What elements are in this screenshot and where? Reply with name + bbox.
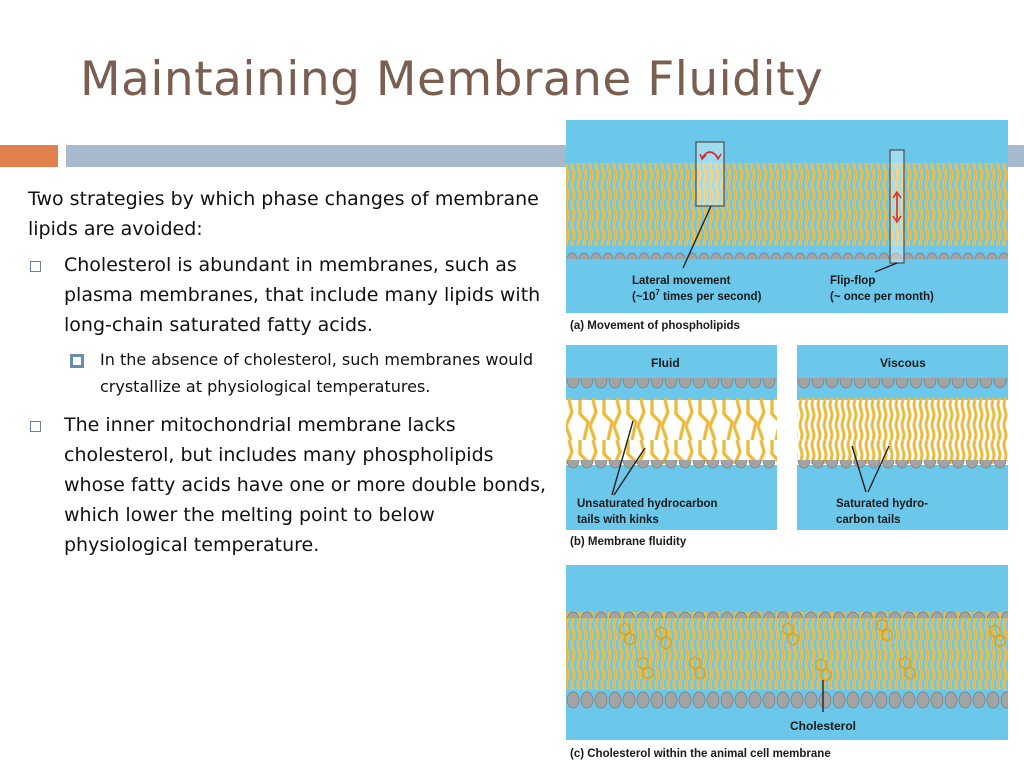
fluid-label: Fluid — [651, 356, 680, 370]
fluid-kinked-tails — [566, 398, 777, 464]
viscous-straight-tails — [797, 398, 1008, 464]
body-text: Two strategies by which phase changes of… — [28, 184, 553, 566]
lateral-rate-label: (~107 times per second) — [632, 288, 762, 303]
viscous-bottom-heads — [797, 460, 1008, 484]
fluid-top-heads — [566, 378, 777, 402]
viscous-label: Viscous — [880, 356, 926, 370]
sub-bullet-1-text: In the absence of cholesterol, such memb… — [100, 350, 533, 396]
bullet-1-text: Cholesterol is abundant in membranes, su… — [64, 254, 541, 336]
unsaturated-label: Unsaturated hydrocarbon — [577, 498, 718, 510]
panel-c-caption: (c) Cholesterol within the animal cell m… — [570, 748, 831, 760]
bullet-2-text: The inner mitochondrial membrane lacks c… — [64, 414, 547, 556]
panel-a-bottom-heads — [566, 241, 1008, 259]
slide-title: Maintaining Membrane Fluidity — [80, 52, 824, 107]
flip-flop-pointer-line — [874, 262, 898, 273]
panel-a-lipid-tails — [566, 163, 1008, 246]
panel-a-caption: (a) Movement of phospholipids — [570, 320, 740, 332]
unsaturated-label-line2: tails with kinks — [577, 514, 659, 526]
cholesterol-molecules — [619, 618, 1006, 682]
hollow-square-bullet-icon — [30, 421, 41, 432]
accent-bar-orange — [0, 145, 58, 167]
intro-text: Two strategies by which phase changes of… — [28, 188, 539, 240]
accent-bar-blue — [66, 145, 1024, 167]
panel-c-cholesterol: Cholesterol — [566, 565, 1008, 740]
bullet-2: The inner mitochondrial membrane lacks c… — [28, 410, 553, 560]
fluid-bottom-heads — [566, 460, 777, 484]
sub-bullet-1: In the absence of cholesterol, such memb… — [28, 346, 553, 400]
panel-b-fluid: Fluid Unsaturated hydrocarbon tails with… — [566, 345, 777, 530]
fluid-panel-background — [566, 345, 777, 530]
lateral-pointer-line — [682, 205, 712, 269]
bullet-1: Cholesterol is abundant in membranes, su… — [28, 250, 553, 340]
sat-pointer-line-2 — [867, 445, 890, 493]
flip-flop-label: Flip-flop — [830, 275, 875, 287]
viscous-top-heads — [797, 378, 1008, 402]
panel-c-background — [566, 565, 1008, 740]
unsat-pointer-line-2 — [613, 447, 646, 496]
unsat-pointer-line-1 — [611, 420, 634, 496]
flip-flop-rate-label: (~ once per month) — [830, 291, 934, 303]
cholesterol-label: Cholesterol — [790, 719, 856, 733]
hollow-square-bullet-icon — [30, 261, 41, 272]
sat-pointer-line-1 — [851, 445, 867, 493]
panel-c-lipid-tails — [566, 612, 1008, 690]
filled-square-bullet-icon — [70, 354, 84, 368]
lateral-movement-label: Lateral movement — [632, 275, 731, 287]
saturated-label: Saturated hydro- — [836, 498, 928, 510]
panel-c-bottom-heads — [566, 686, 1008, 710]
viscous-panel-background — [797, 345, 1008, 530]
panel-b-viscous: Viscous Saturated hydro- carbon tails — [797, 345, 1008, 530]
viscous-white-band — [797, 400, 1008, 465]
fluid-white-band — [566, 400, 777, 465]
panel-b-caption: (b) Membrane fluidity — [570, 536, 687, 548]
saturated-label-line2: carbon tails — [836, 514, 901, 526]
panel-c-top-heads — [566, 594, 1008, 618]
